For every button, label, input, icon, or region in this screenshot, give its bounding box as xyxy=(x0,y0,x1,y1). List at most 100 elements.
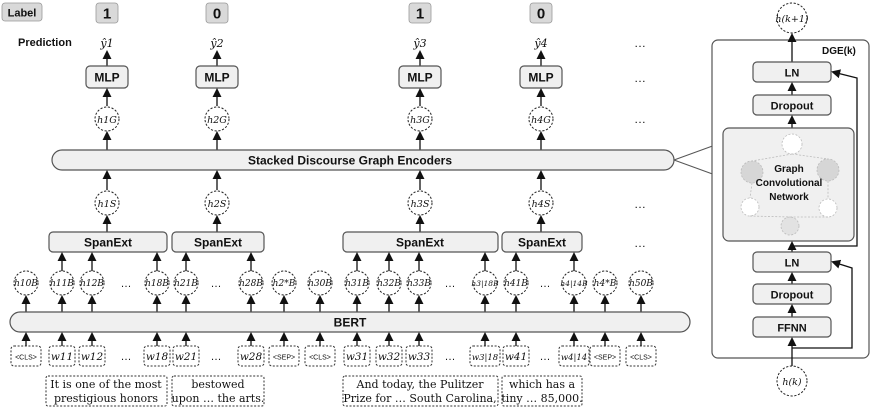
bert-node xyxy=(49,270,75,296)
label-value: 1 xyxy=(416,6,424,23)
token-label: <CLS> xyxy=(15,355,37,362)
mlp-label: MLP xyxy=(204,71,229,85)
span-node-label: h3S xyxy=(411,199,430,210)
sentence-line: upon … the arts. xyxy=(172,392,265,405)
bert-node-label: h33B xyxy=(407,279,431,289)
token-label: <SEP> xyxy=(273,355,295,362)
sentence-line: tiny … 85,000. xyxy=(501,392,582,405)
bert-node-label: h2*B xyxy=(273,279,296,289)
bert-label: BERT xyxy=(334,316,367,330)
span-node xyxy=(407,190,433,216)
spanext-boxes: SpanExt SpanExt SpanExt SpanExt xyxy=(48,231,583,253)
span-nodes: h1S h2S h3S h4S xyxy=(94,190,554,216)
spanext-ellipsis: … xyxy=(634,236,646,250)
token-box xyxy=(405,345,433,367)
token-box xyxy=(143,345,171,367)
token-ellipsis: … xyxy=(540,351,551,363)
token-label: w18 xyxy=(146,351,169,363)
bert-node-label: h32B xyxy=(377,279,401,289)
bert-node-ellipsis: … xyxy=(211,278,222,290)
gcn-label-line: Graph xyxy=(774,164,803,175)
prediction-y1: ŷ1 xyxy=(99,37,113,50)
graph-node-label: h4G xyxy=(531,115,551,126)
token-ellipsis: … xyxy=(445,351,456,363)
bert-node-ellipsis: … xyxy=(445,278,456,290)
bert-node-label: h4|14B xyxy=(560,279,588,288)
graph-node-label: h1G xyxy=(97,115,117,126)
spanext-box xyxy=(171,231,265,253)
prediction-y4: ŷ4 xyxy=(533,37,547,50)
gcn-label-line: Network xyxy=(769,192,809,203)
spanext-label: SpanExt xyxy=(518,236,566,250)
ln-bottom-label: LN xyxy=(785,258,800,270)
bert-node-label: h21B xyxy=(174,279,198,289)
graph-node xyxy=(528,106,554,132)
bert-node xyxy=(307,270,333,296)
dropout-top-label: Dropout xyxy=(771,101,814,113)
residual-top xyxy=(792,69,858,247)
prediction-y3: ŷ3 xyxy=(412,37,426,50)
dge-output-node xyxy=(776,2,808,34)
token-label: w11 xyxy=(51,351,73,363)
sentence-line: prestigious honors xyxy=(54,392,158,405)
label-badges: 1 0 1 0 xyxy=(95,2,553,24)
sentence-boxes: It is one of the most prestigious honors… xyxy=(45,375,583,407)
mlp-boxes: MLP MLP MLP MLP xyxy=(85,65,563,89)
bert-node xyxy=(13,270,39,296)
dge-panel: DGE(k) h(k+1) LN Dropout Graph xyxy=(711,2,870,397)
span-node xyxy=(94,190,120,216)
dropout-bottom-label: Dropout xyxy=(771,290,814,302)
token-label: <SEP> xyxy=(594,355,616,362)
sentence-line: And today, the Pulitzer xyxy=(356,378,485,391)
gcn-label-line: Convolutional xyxy=(756,178,823,189)
mlp-box xyxy=(398,65,442,89)
bert-node-label: h3|18B xyxy=(471,279,499,288)
token-label: <CLS> xyxy=(630,355,652,362)
label-value: 1 xyxy=(103,6,111,23)
bert-node xyxy=(406,270,432,296)
dge-input-label: h(k) xyxy=(782,377,802,388)
graph-nodes: h1G h2G h3G h4G xyxy=(94,106,554,132)
mlp-label: MLP xyxy=(94,71,119,85)
token-label: w32 xyxy=(378,351,401,363)
graph-node xyxy=(94,106,120,132)
bert-node-label: h30B xyxy=(308,279,332,289)
span-node xyxy=(528,190,554,216)
span-node xyxy=(204,190,230,216)
spanext-box xyxy=(48,231,168,253)
ln-top-box xyxy=(752,61,832,83)
token-box xyxy=(172,345,200,367)
dropout-top-box xyxy=(752,94,832,116)
label-value: 0 xyxy=(537,6,545,23)
token-label: w33 xyxy=(408,351,431,363)
prediction-title: Prediction xyxy=(18,37,72,49)
token-label: w21 xyxy=(175,351,197,363)
spanext-label: SpanExt xyxy=(194,236,242,250)
token-box xyxy=(375,345,403,367)
dge-output-label: h(k+1) xyxy=(775,14,809,25)
mlp-box xyxy=(85,65,129,89)
bert-node-label: h50B xyxy=(629,279,653,289)
token-label: w3|18 xyxy=(472,353,499,363)
token-label: w4|14 xyxy=(561,353,587,363)
mlp-ellipsis: … xyxy=(634,71,646,85)
sentence-line: bestowed xyxy=(191,378,244,391)
bert-node-label: h11B xyxy=(50,279,74,289)
bert-node xyxy=(79,270,105,296)
bert-node-label: h18B xyxy=(145,279,169,289)
bert-node-label: h12B xyxy=(80,279,104,289)
graph-node-label: h2G xyxy=(207,115,227,126)
mlp-box xyxy=(195,65,239,89)
ln-bottom-box xyxy=(752,251,832,273)
mlp-label: MLP xyxy=(407,71,432,85)
bert-node xyxy=(344,270,370,296)
token-box xyxy=(78,345,106,367)
callout-line-bottom xyxy=(673,159,719,177)
ln-top-label: LN xyxy=(785,68,800,80)
bert-box xyxy=(9,311,691,333)
label-value: 0 xyxy=(213,6,221,23)
bert-node-label: h28B xyxy=(239,279,263,289)
callout-line-top xyxy=(673,143,719,161)
bert-node-label: h41B xyxy=(504,279,528,289)
